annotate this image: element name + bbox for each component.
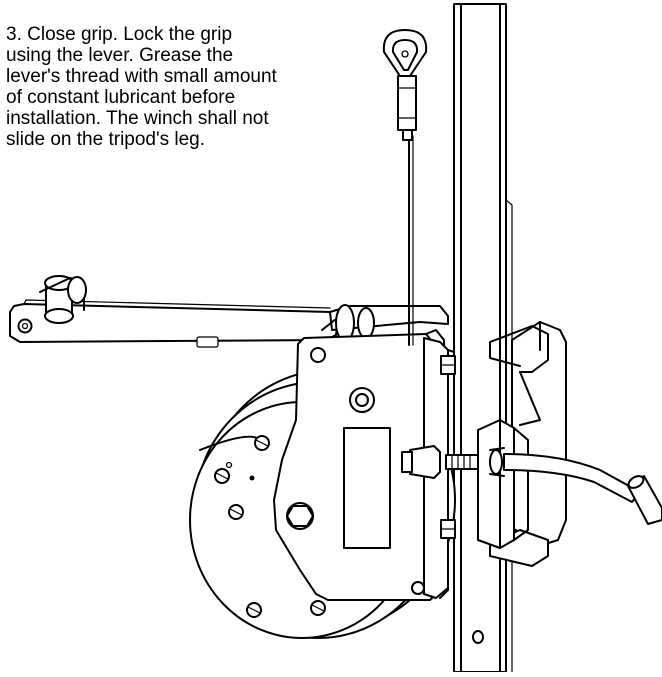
instruction-line: of constant lubricant before — [6, 87, 236, 108]
instruction-line: installation. The winch shall not — [6, 108, 269, 129]
instruction-line: using the lever. Grease the — [6, 45, 234, 66]
instruction-line: 3. Close grip. Lock the grip — [6, 24, 233, 45]
locking-lever — [401, 419, 662, 549]
instruction-line: slide on the tripod's leg. — [6, 129, 206, 150]
cable-hook — [382, 29, 428, 346]
crank-handle — [9, 275, 339, 348]
instruction-line: lever's thread with small amount — [6, 66, 277, 87]
winch-side-plate — [273, 329, 449, 601]
instruction-text: 3. Close grip. Lock the grip using the l… — [6, 24, 386, 150]
